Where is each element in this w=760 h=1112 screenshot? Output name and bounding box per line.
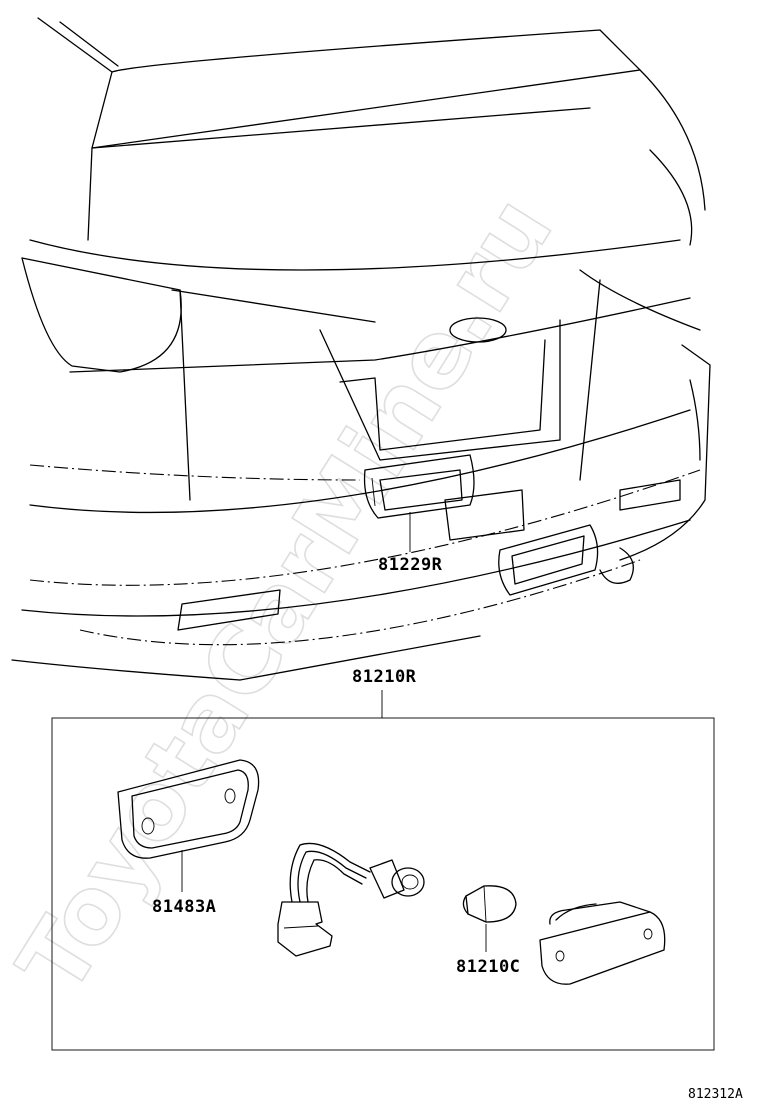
watermark: ToyotaCarMine.ru bbox=[0, 179, 573, 1011]
lamp-lens-housing bbox=[539, 901, 666, 985]
figure-id: 812312A bbox=[688, 1087, 743, 1102]
gasket bbox=[117, 759, 260, 859]
label-81210r: 81210R bbox=[352, 667, 417, 687]
license-lamp-installed bbox=[363, 454, 475, 519]
label-81483a: 81483A bbox=[152, 897, 216, 917]
bulb bbox=[462, 885, 517, 923]
socket-wire-harness bbox=[277, 842, 425, 957]
vehicle-rear-outline bbox=[11, 17, 711, 681]
side-marker-installed bbox=[498, 524, 599, 596]
label-81229r: 81229R bbox=[378, 555, 443, 575]
assembly-box bbox=[51, 717, 715, 1051]
label-81210c: 81210C bbox=[456, 957, 520, 977]
